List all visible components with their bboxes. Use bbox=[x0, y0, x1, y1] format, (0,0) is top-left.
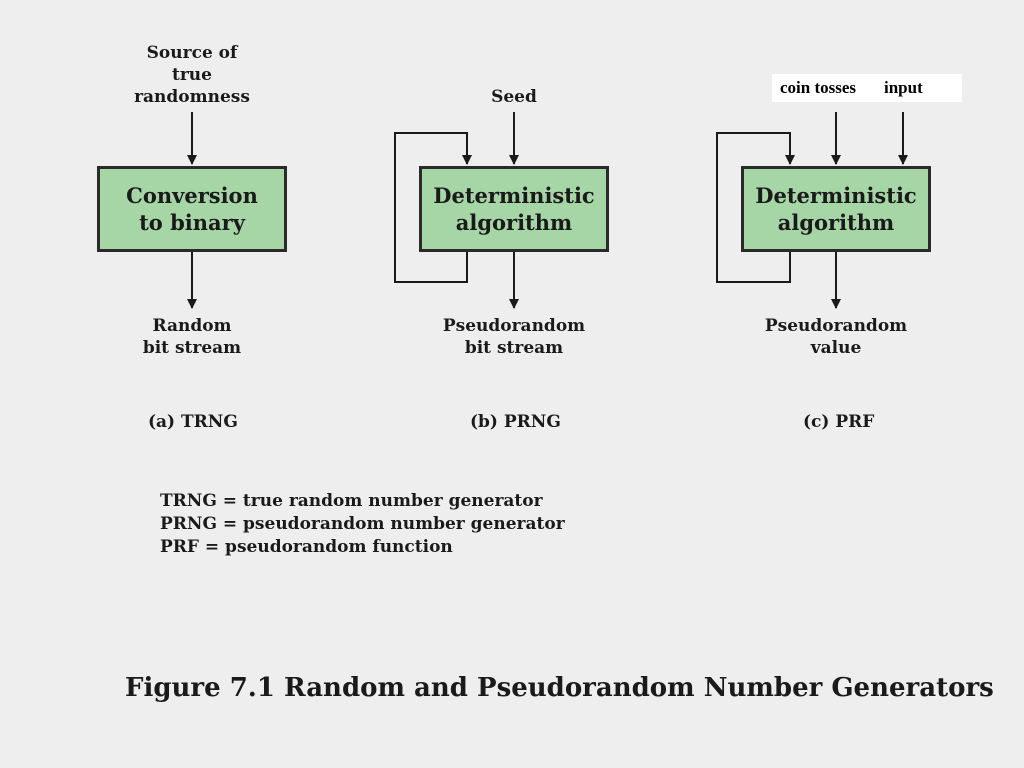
trng-conversion-box: Conversion to binary bbox=[97, 166, 287, 252]
trng-caption: (a) TRNG bbox=[148, 412, 238, 432]
prf-caption: (c) PRF bbox=[803, 412, 875, 432]
prng-algorithm-box: Deterministic algorithm bbox=[419, 166, 609, 252]
abbreviation-legend: TRNG = true random number generator PRNG… bbox=[160, 490, 565, 559]
prng-caption: (b) PRNG bbox=[470, 412, 561, 432]
prf-output-label: Pseudorandom value bbox=[764, 316, 908, 358]
prng-output-label: Pseudorandom bit stream bbox=[442, 316, 586, 358]
figure-title: Figure 7.1 Random and Pseudorandom Numbe… bbox=[125, 673, 994, 703]
prf-coin-tosses-label: coin tosses bbox=[780, 78, 857, 97]
trng-output-label: Random bit stream bbox=[142, 316, 242, 358]
prf-feedback-loop bbox=[716, 132, 795, 283]
prf-algorithm-box: Deterministic algorithm bbox=[741, 166, 931, 252]
trng-source-label: Source of true randomness bbox=[134, 43, 250, 107]
prng-feedback-loop bbox=[394, 132, 472, 283]
legend-prng: PRNG = pseudorandom number generator bbox=[160, 514, 565, 534]
legend-prf: PRF = pseudorandom function bbox=[160, 537, 453, 557]
prng-seed-label: Seed bbox=[491, 87, 537, 107]
legend-trng: TRNG = true random number generator bbox=[160, 491, 543, 511]
prf-input-label: input bbox=[884, 78, 923, 97]
prf-input-labels-patch: coin tosses input bbox=[772, 74, 962, 102]
